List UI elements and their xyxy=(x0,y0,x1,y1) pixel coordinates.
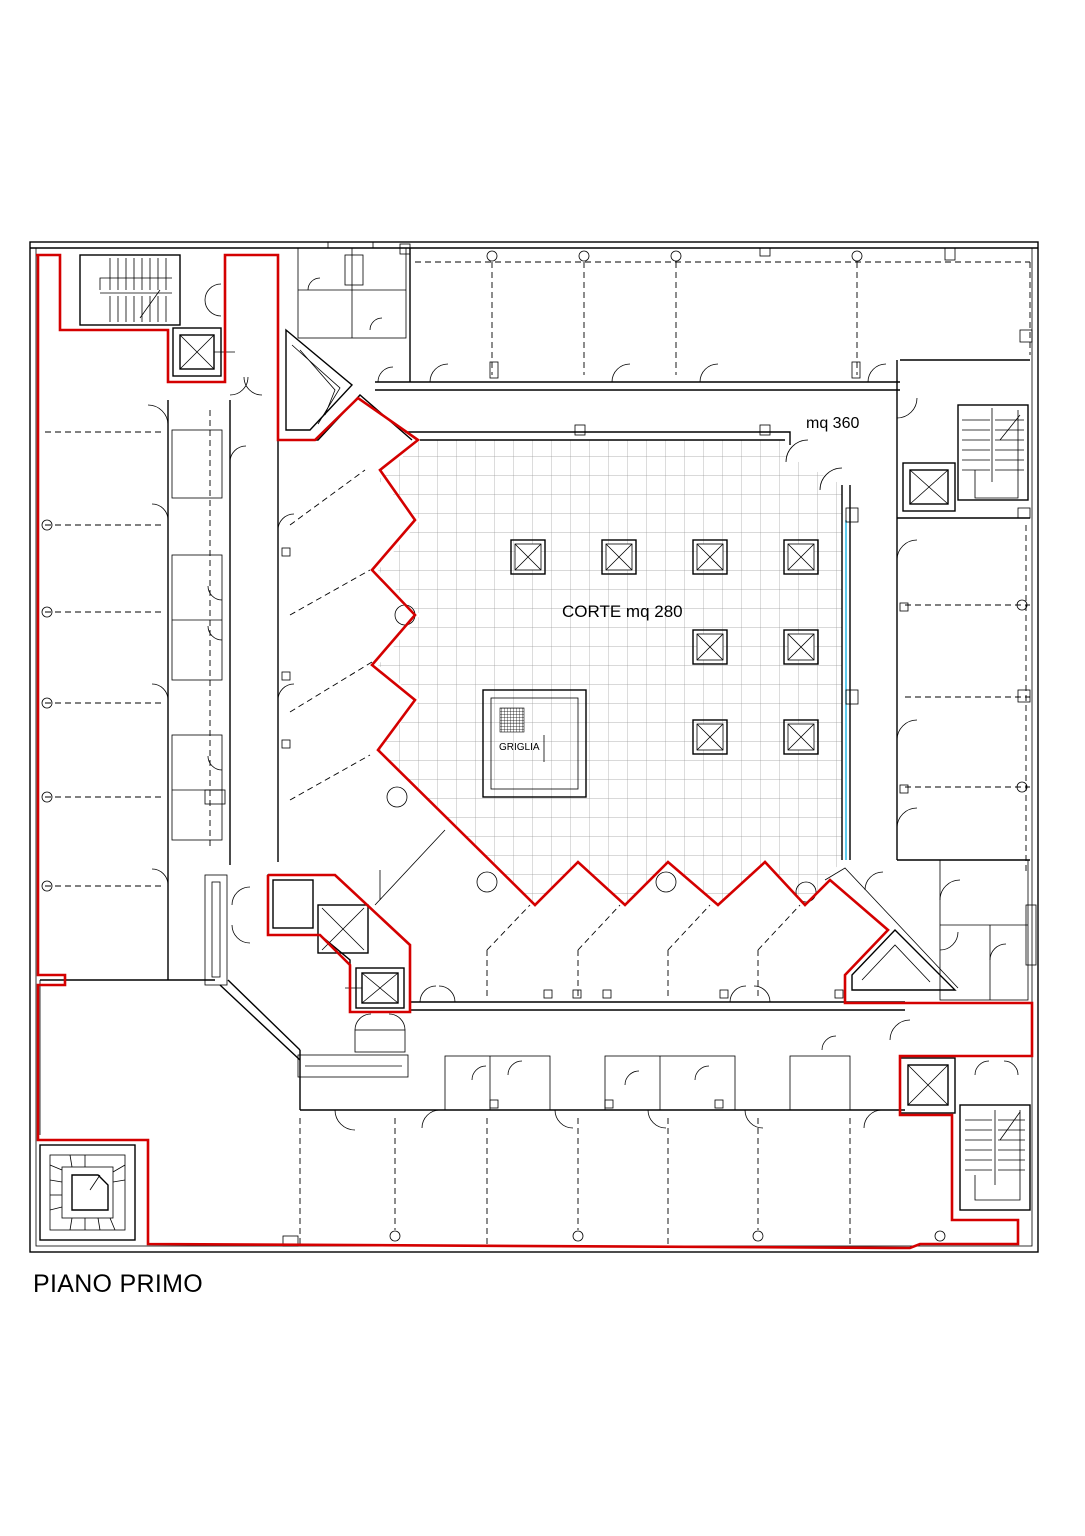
grate-label: GRIGLIA xyxy=(499,742,540,753)
courtyard-corridor xyxy=(280,394,859,860)
east-wing xyxy=(896,359,1031,875)
courtyard-paving xyxy=(378,440,842,905)
sw-stair xyxy=(39,1144,299,1247)
south-wing xyxy=(297,829,911,1246)
north-wing xyxy=(297,247,1031,391)
courtyard-skylights xyxy=(482,539,819,798)
se-core xyxy=(824,859,1037,1211)
highlight-boundary xyxy=(36,253,1034,1250)
west-offices-zigzag xyxy=(277,430,373,862)
area-total-label: mq 360 xyxy=(806,415,859,432)
sheet-title: PIANO PRIMO xyxy=(33,1270,203,1298)
sw-core xyxy=(267,874,411,1053)
west-wing xyxy=(39,283,301,1135)
courtyard-label: CORTE mq 280 xyxy=(562,602,683,621)
grate xyxy=(482,689,587,798)
nw-stair-lift xyxy=(79,254,354,431)
